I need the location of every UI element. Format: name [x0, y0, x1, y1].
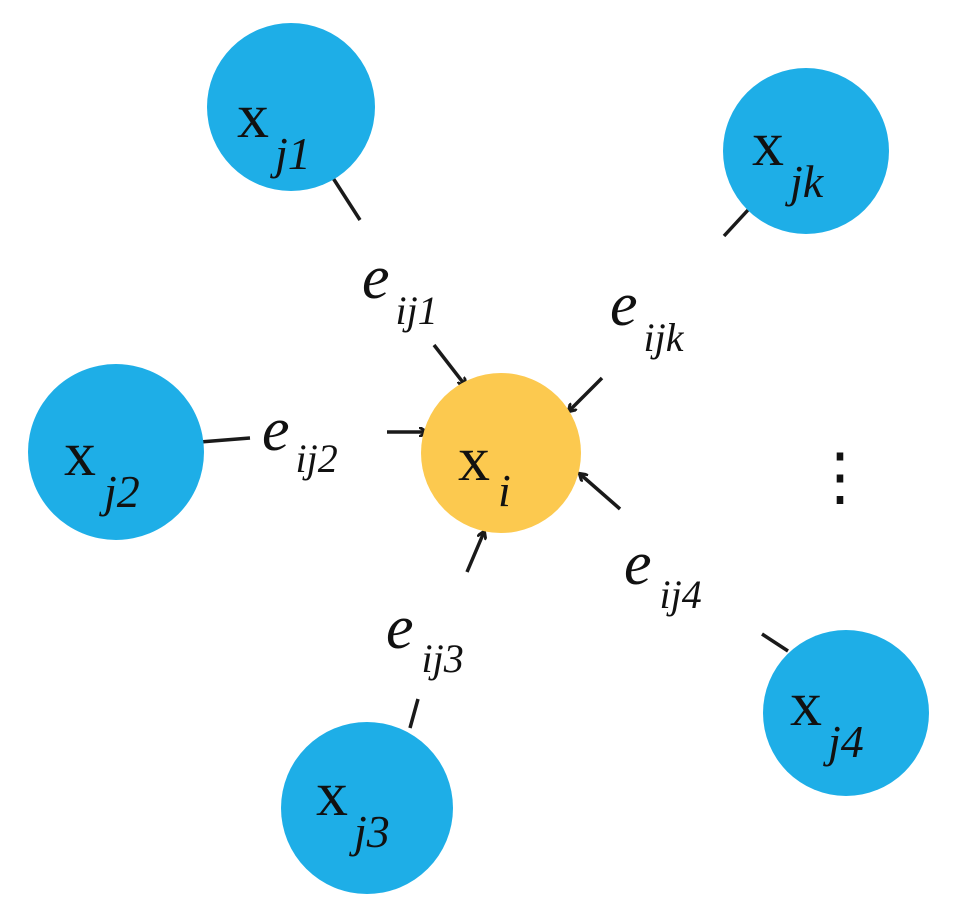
node-jk-label: xjk [752, 108, 825, 207]
node-j4-label: xj4 [790, 668, 864, 767]
node-center-circle [421, 373, 581, 533]
ellipsis-more-neighbors: ⋮ [808, 441, 872, 512]
line-j4 [761, 632, 789, 653]
arrow-ek [569, 376, 604, 411]
node-j1-label: xj1 [237, 80, 311, 179]
arrow-e3 [465, 532, 484, 573]
arrow-e1 [432, 343, 465, 385]
node-j1-circle [207, 23, 375, 191]
line-jk [722, 208, 750, 238]
node-j2-circle [28, 364, 204, 540]
line-j3 [408, 698, 420, 729]
node-j3-label: xj3 [316, 758, 390, 857]
node-jk-circle [723, 68, 889, 234]
node-j3-circle [281, 722, 453, 894]
arrow-e4 [580, 474, 622, 511]
line-j2 [199, 436, 251, 444]
line-j1 [331, 177, 362, 221]
node-j4-circle [763, 630, 929, 796]
node-j2-label: xj2 [64, 418, 140, 517]
